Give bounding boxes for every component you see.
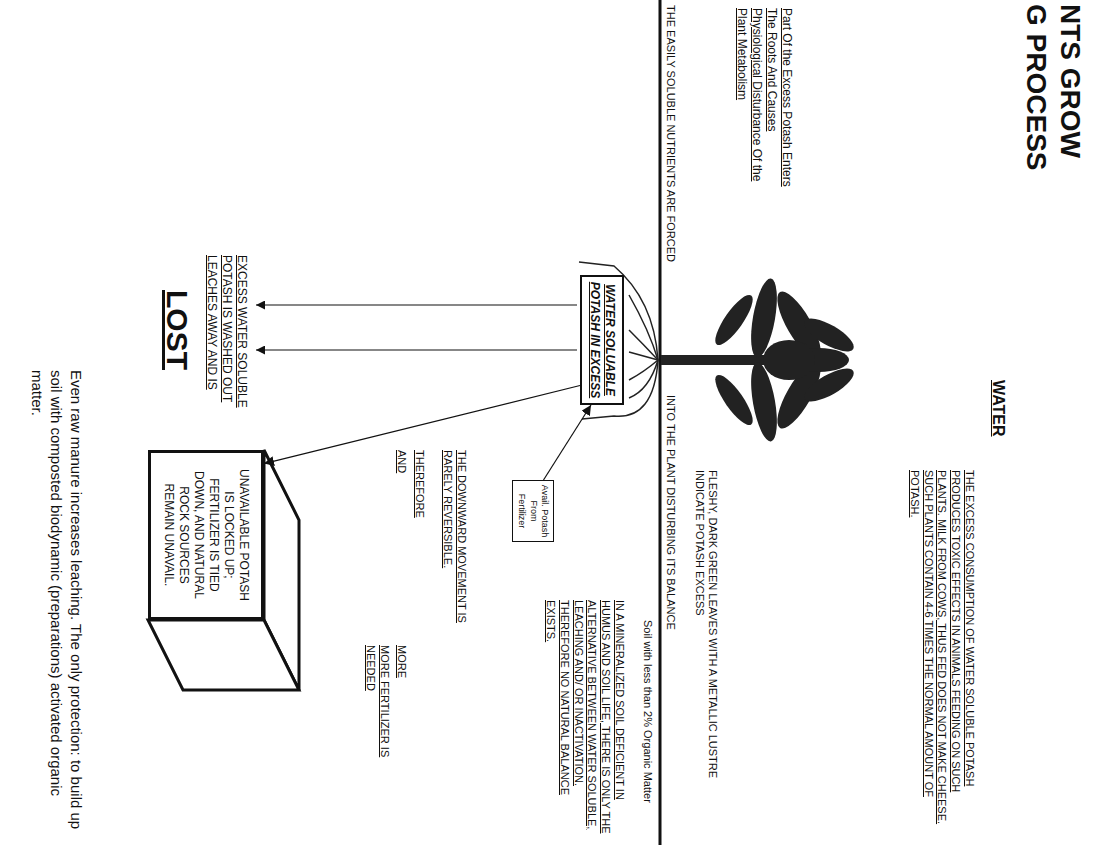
- tree-roots: [579, 262, 658, 419]
- soil-line-text: THE EASILY SOLUBLE NUTRIENTS ARE FORCED: [663, 5, 677, 262]
- tree-leaf: [709, 290, 758, 349]
- tree-crown: [709, 277, 858, 444]
- heading-text: WATER: [988, 380, 1008, 437]
- note-text: THE EXCESS CONSUMPTION OF WATER SOLUBLE …: [907, 470, 976, 830]
- locked-potash-box: UNAVAILABLE POTASH IS LOCKED UP; FERTILI…: [148, 450, 264, 620]
- note-text: MORE FERTILIZER IS NEEDED: [364, 645, 392, 765]
- box-text: WATER SOLUABLE POTASH IN EXCESS: [587, 281, 617, 399]
- note-text: Part Of the Excess Potash Enters The Roo…: [734, 8, 794, 198]
- caption-text: Even raw manure increases leaching. The …: [28, 370, 87, 838]
- note-text: MORE: [394, 645, 408, 678]
- note-text: EXCESS WATER SOLUBLE POTASH IS WASHED OU…: [204, 255, 249, 437]
- title-fragment: NTS GROW: [1053, 4, 1088, 158]
- note-text: THE DOWNWARD MOVEMENT IS RARELY REVERSIB…: [441, 450, 469, 635]
- soil-label: Soil with less than 2% Organic Matter: [640, 620, 654, 803]
- leader-arrow: [256, 304, 577, 305]
- note-text: FLESHY, DARK GREEN LEAVES WITH A METALLI…: [692, 470, 720, 810]
- note-text: IN A MINERALIZED SOIL DEFICIENT IN HUMUS…: [544, 600, 627, 840]
- box-text: Avail. Potash From Fertilizer: [516, 484, 550, 538]
- tree-leaf: [709, 370, 758, 429]
- tree-leaf: [763, 340, 815, 380]
- soil-line-text: INTO THE PLANT DISTURBING ITS BALANCE: [663, 395, 677, 630]
- potash-box: WATER SOLUABLE POTASH IN EXCESS: [580, 275, 624, 405]
- leader-arrow: [256, 349, 577, 350]
- note-text: THEREFORE: [412, 450, 426, 518]
- soil-surface-line: [659, 0, 662, 845]
- fertilizer-box: Avail. Potash From Fertilizer: [512, 480, 554, 542]
- connector-arrow: [544, 405, 592, 480]
- tree-root: [629, 352, 658, 360]
- box-depth-face: [148, 620, 299, 690]
- lost-label: LOST: [159, 290, 197, 370]
- note-text: AND: [394, 450, 408, 473]
- tree-trunk: [661, 355, 766, 365]
- box-text: UNAVAILABLE POTASH IS LOCKED UP; FERTILI…: [161, 463, 251, 607]
- title-fragment: G PROCESS: [1019, 4, 1054, 170]
- tree-root: [629, 360, 658, 398]
